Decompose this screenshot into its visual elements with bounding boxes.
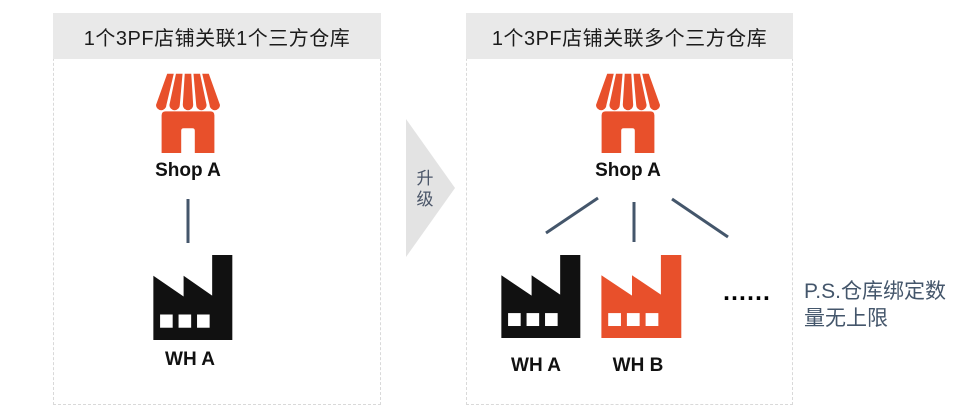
arrow-shape-icon bbox=[406, 119, 455, 257]
panel-title: 1个3PF店铺关联1个三方仓库 bbox=[53, 13, 381, 59]
warehouse-label: WH A bbox=[511, 355, 561, 376]
more-warehouses-ellipsis: …… bbox=[722, 278, 771, 306]
ps-note: P.S.仓库绑定数量无上限 bbox=[804, 280, 946, 330]
storefront-icon bbox=[596, 73, 660, 153]
upgrade-arrow: 升级 bbox=[406, 119, 455, 257]
factory-icon bbox=[153, 255, 233, 340]
factory-icon bbox=[501, 255, 581, 338]
storefront-icon bbox=[156, 73, 220, 153]
warehouse-label: WH B bbox=[612, 355, 664, 376]
warehouse-label: WH A bbox=[165, 349, 215, 370]
shop-label: Shop A bbox=[155, 160, 221, 181]
factory-icon bbox=[601, 255, 682, 338]
upgrade-arrow-label: 升级 bbox=[416, 169, 434, 209]
panel-title: 1个3PF店铺关联多个三方仓库 bbox=[466, 13, 793, 59]
shop-label: Shop A bbox=[595, 160, 661, 181]
